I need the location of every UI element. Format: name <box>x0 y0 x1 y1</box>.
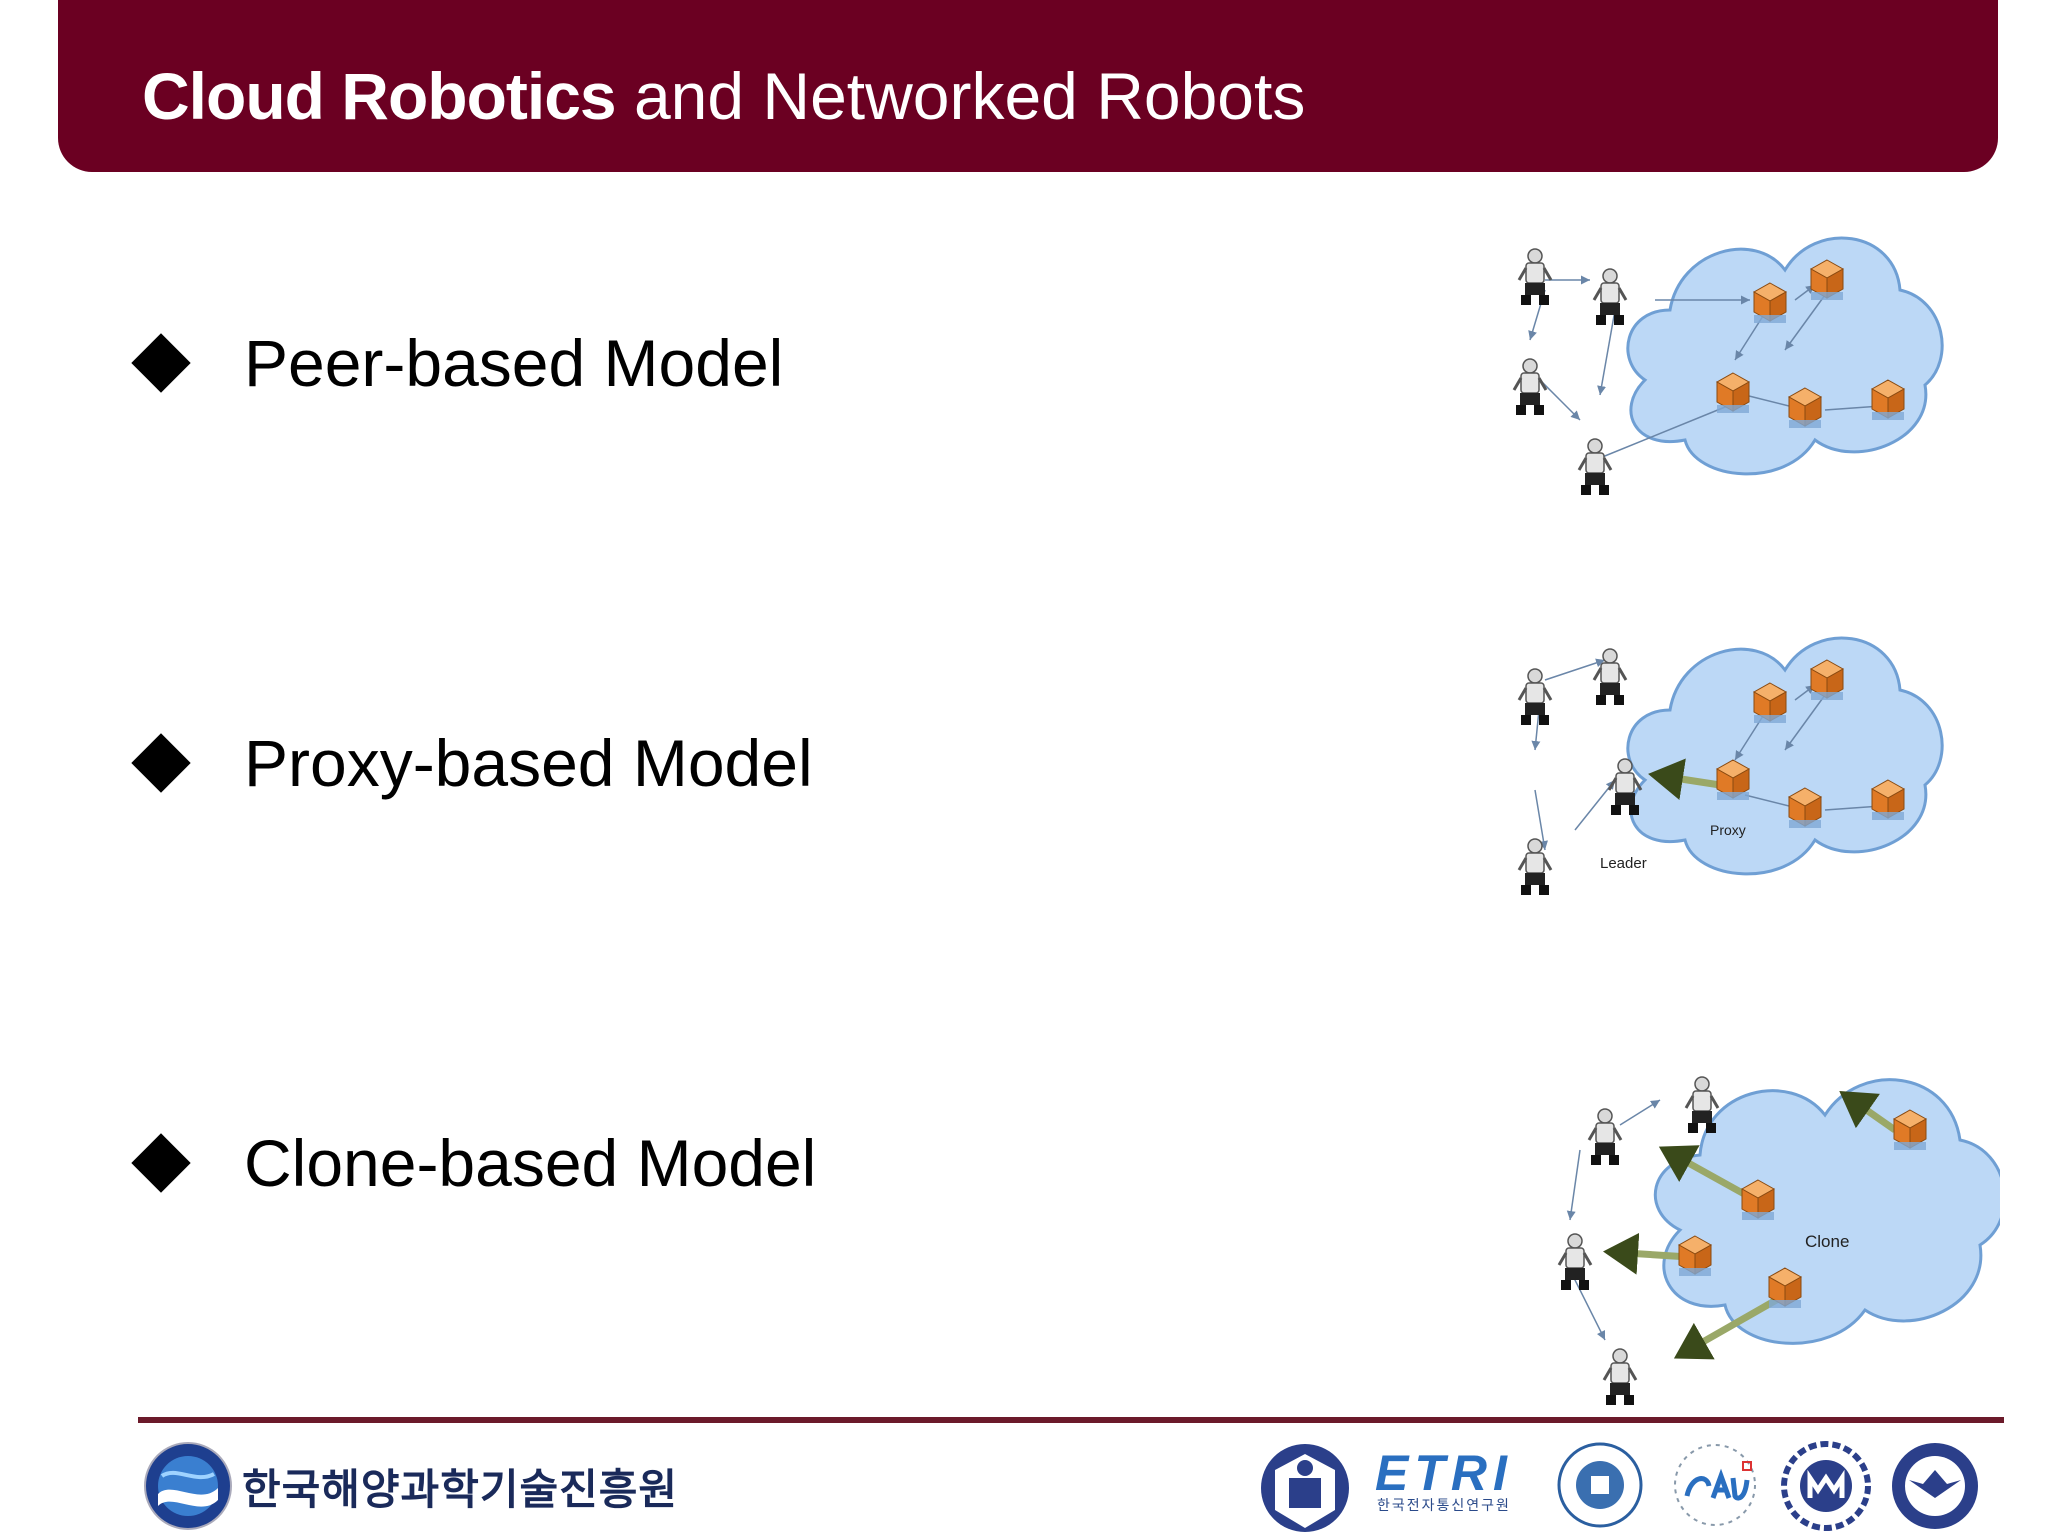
bullet-peer: Peer-based Model <box>130 318 783 408</box>
server-icon <box>1810 259 1844 301</box>
proxy-model-diagram: Proxy Leader <box>1517 636 1944 897</box>
etri-subtitle: 한국전자통신연구원 <box>1377 1497 1511 1513</box>
robot-icon <box>1517 837 1553 897</box>
footer-divider <box>138 1417 2004 1423</box>
university-emblem-icon <box>1781 1441 1871 1531</box>
server-icon <box>1753 282 1787 324</box>
slide-title: Cloud Robotics and Networked Robots <box>142 58 1305 134</box>
bullet-label: Clone-based Model <box>244 1126 817 1200</box>
server-icon <box>1768 1267 1802 1309</box>
title-bold: Cloud Robotics <box>142 59 617 133</box>
cloud-shape <box>1626 236 1944 476</box>
bullet-label: Proxy-based Model <box>244 726 813 800</box>
robot-icon <box>1577 437 1613 497</box>
server-icon <box>1893 1109 1927 1151</box>
kiost-logo-icon <box>144 1442 232 1530</box>
peer-model-diagram <box>1512 236 1944 497</box>
robot-icon <box>1602 1347 1638 1407</box>
diamond-bullet-icon <box>131 333 191 393</box>
title-bar <box>58 0 1998 172</box>
bullet-label: Peer-based Model <box>244 326 784 400</box>
university-seal-icon <box>1261 1444 1349 1532</box>
etri-logo: ETRI <box>1375 1445 1513 1501</box>
proxy-label: Proxy <box>1710 822 1746 838</box>
title-rest: and Networked Robots <box>615 59 1306 133</box>
diamond-bullet-icon <box>131 733 191 793</box>
bullet-proxy: Proxy-based Model <box>130 718 813 808</box>
server-icon <box>1788 787 1822 829</box>
server-icon <box>1716 372 1750 414</box>
cloud-shape <box>1626 636 1944 876</box>
cau-logo-icon <box>1674 1444 1756 1526</box>
robot-icon <box>1512 357 1548 417</box>
server-icon <box>1716 759 1750 801</box>
server-icon <box>1741 1179 1775 1221</box>
server-icon <box>1788 387 1822 429</box>
inha-seal-icon <box>1557 1442 1643 1528</box>
robot-icon <box>1592 647 1628 707</box>
robot-icon <box>1684 1075 1720 1135</box>
org-name: 한국해양과학기술진흥원 <box>242 1466 679 1513</box>
robot-icon <box>1587 1107 1623 1167</box>
clone-label: Clone <box>1805 1232 1849 1251</box>
clone-model-diagram: Clone <box>1557 1075 2000 1407</box>
server-icon <box>1753 682 1787 724</box>
server-icon <box>1871 379 1905 421</box>
robot-icon <box>1517 247 1553 307</box>
aerospace-university-seal-icon <box>1892 1443 1978 1529</box>
bullet-clone: Clone-based Model <box>130 1118 816 1208</box>
server-icon <box>1810 659 1844 701</box>
server-icon <box>1871 779 1905 821</box>
robot-icon <box>1592 267 1628 327</box>
diamond-bullet-icon <box>131 1133 191 1193</box>
server-icon <box>1678 1235 1712 1277</box>
leader-label: Leader <box>1600 855 1647 872</box>
robot-icon <box>1517 667 1553 727</box>
